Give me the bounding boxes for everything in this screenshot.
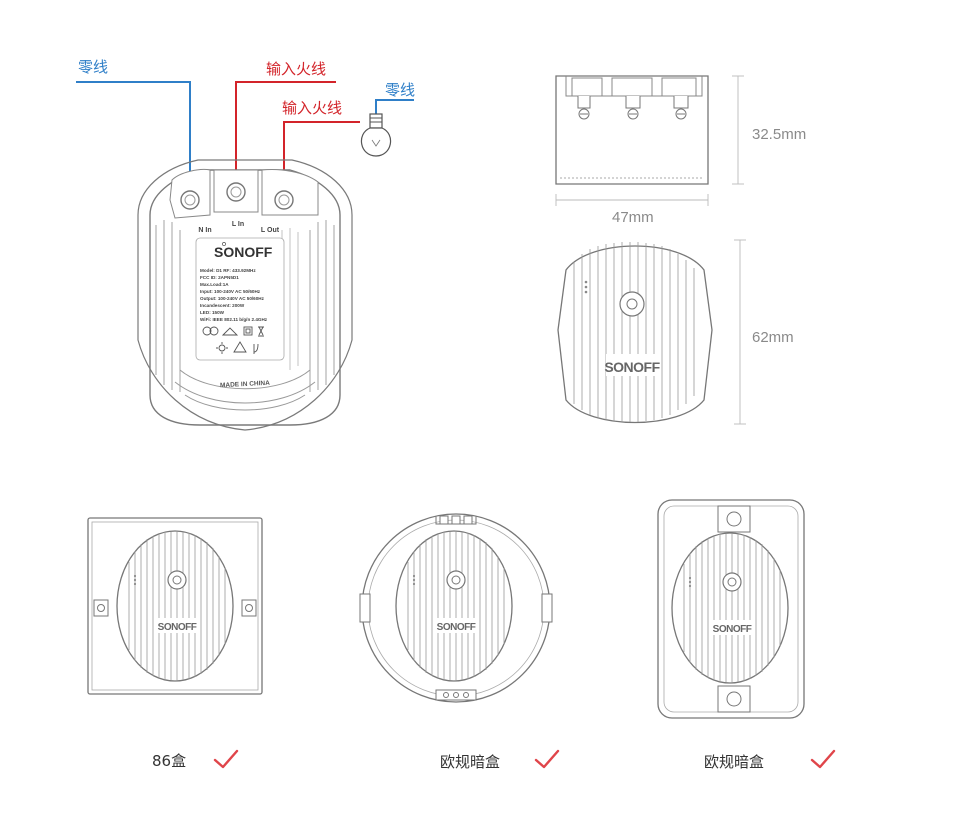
bulb-neutral-wire <box>375 99 414 114</box>
terminal-l-in-hole <box>226 182 246 202</box>
live-in-label: 输入火线 <box>266 60 327 78</box>
wifi-logo-icon <box>222 242 226 246</box>
label-incandescent: Incandescent: 200W <box>200 303 245 308</box>
dimension-height: 32.5mm <box>752 126 807 143</box>
label-fcc: FCC ID: 2APN5D1 <box>200 275 239 280</box>
terminal-l-out-hole <box>274 190 294 210</box>
caption-86-box: 86盒 <box>152 752 187 770</box>
bulb-neutral-label: 零线 <box>385 81 416 99</box>
side-view <box>555 75 744 206</box>
live-in-wire <box>235 81 336 178</box>
caption-eu-round-box: 欧规暗盒 <box>440 753 501 771</box>
made-in-label: MADE IN CHINA <box>220 380 270 390</box>
check-icon <box>213 749 239 769</box>
check-icon <box>810 749 836 769</box>
label-output: Output: 100-240V AC 50/60Hz <box>200 296 265 301</box>
terminal-n-hole <box>180 190 200 210</box>
top-view: SONOFF <box>557 239 746 425</box>
install-eu-round-box <box>359 513 553 703</box>
neutral-wire <box>76 81 191 192</box>
install-eu-rect-box <box>657 499 805 719</box>
label-wifi: WiFi: IEEE 802.11 b/g/n 2.4GHz <box>200 317 268 322</box>
wiring-diagram: N In L In L Out SONOFF Model: D1 RF: 433… <box>76 81 414 431</box>
bulb-icon <box>360 113 392 157</box>
caption-eu-rect-box: 欧规暗盒 <box>704 753 765 771</box>
terminal-n-label: N In <box>198 227 211 234</box>
label-input: Input: 100-240V AC 50/60Hz <box>200 289 261 294</box>
device-top-view: N In L In L Out SONOFF Model: D1 RF: 433… <box>137 159 353 431</box>
live-in-label-2: 输入火线 <box>282 99 343 117</box>
terminal-l-out-label: L Out <box>261 227 280 234</box>
label-maxload: Max.Load:1A <box>200 282 229 287</box>
check-icon <box>534 749 560 769</box>
dimension-length: 62mm <box>752 329 794 346</box>
svg-text:SONOFF: SONOFF <box>604 359 660 375</box>
install-86-box <box>87 517 263 695</box>
label-led: LED: 150W <box>200 310 225 315</box>
certification-icons <box>202 326 264 354</box>
label-model: Model: D1 RF: 433.92MHz <box>200 268 256 273</box>
device-brand: SONOFF <box>214 244 273 260</box>
dimension-width: 47mm <box>612 209 654 226</box>
terminal-l-in-label: L In <box>232 221 244 228</box>
neutral-label: 零线 <box>78 58 109 76</box>
